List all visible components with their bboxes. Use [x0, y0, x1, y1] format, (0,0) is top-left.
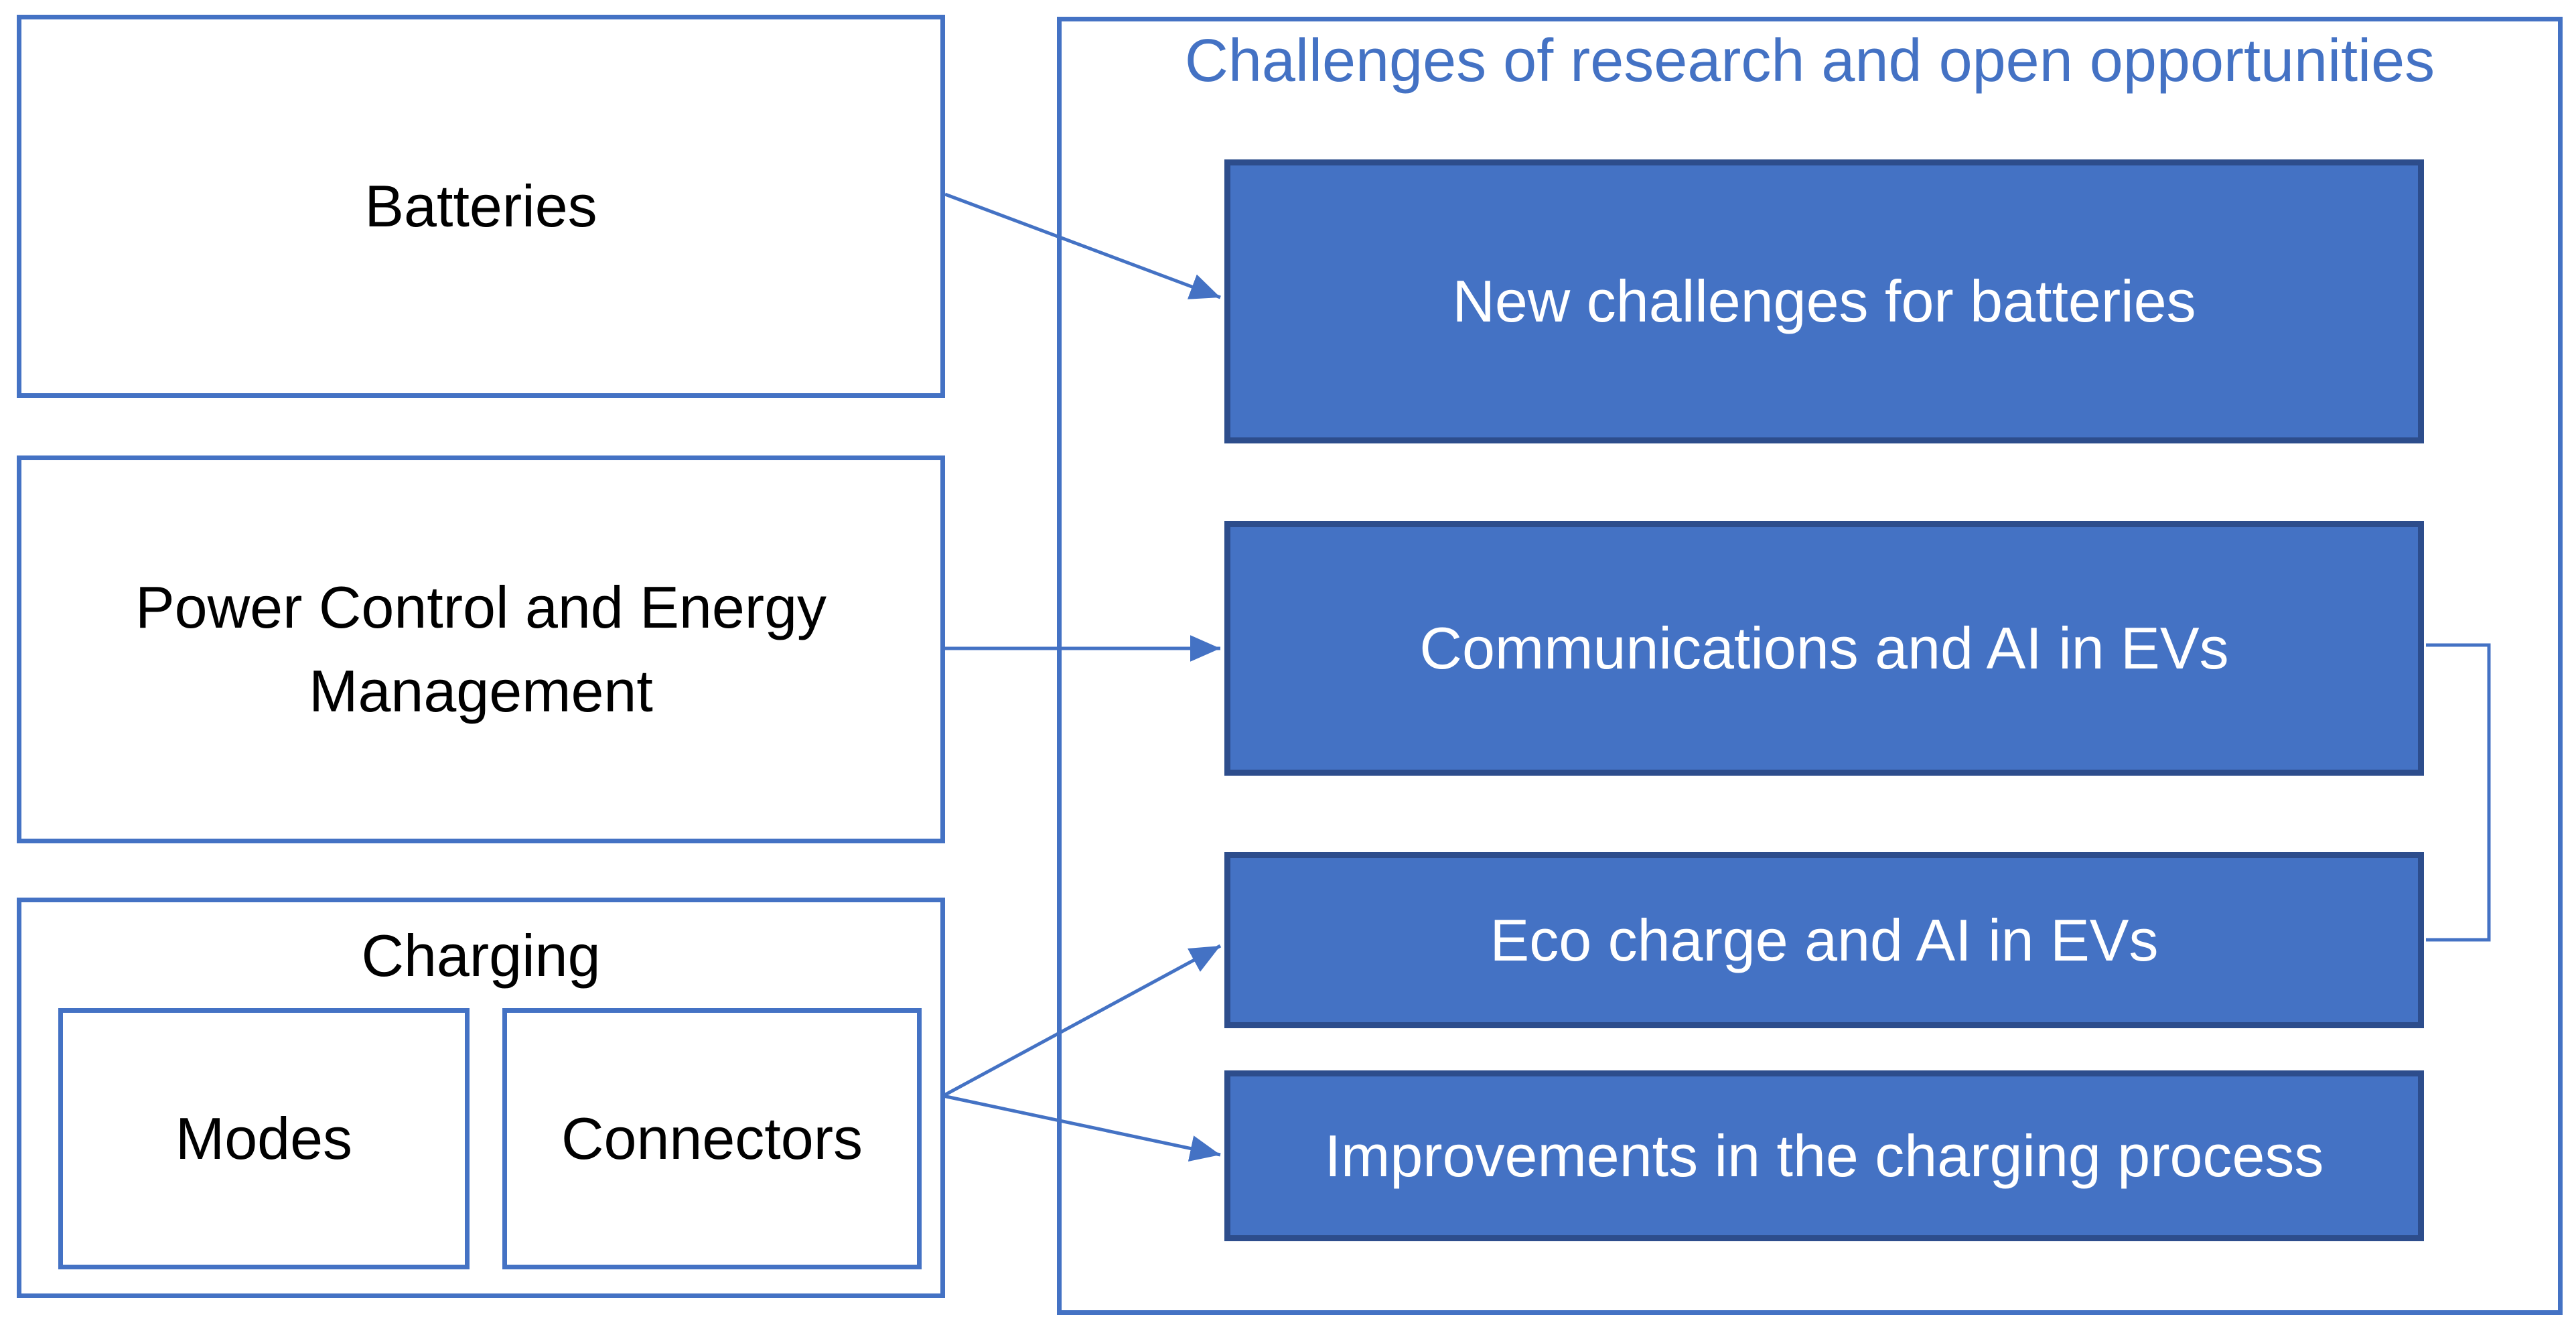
challenge-label-eco-charge: Eco charge and AI in EVs: [1490, 906, 2159, 973]
power-control-box: Power Control and Energy Management: [17, 455, 945, 843]
challenge-box-communications: Communications and AI in EVs: [1224, 521, 2424, 776]
batteries-label: Batteries: [364, 172, 597, 239]
challenge-box-eco-charge: Eco charge and AI in EVs: [1224, 852, 2424, 1028]
panel-title: Challenges of research and open opportun…: [1184, 27, 2435, 94]
challenge-label-communications: Communications and AI in EVs: [1419, 615, 2229, 681]
batteries-box: Batteries: [17, 15, 945, 398]
challenge-box-new-challenges: New challenges for batteries: [1224, 159, 2424, 443]
challenge-label-new-challenges: New challenges for batteries: [1452, 268, 2196, 334]
connectors-box: Connectors: [502, 1008, 922, 1269]
charging-box: Charging Modes Connectors: [17, 898, 945, 1298]
modes-label: Modes: [175, 1105, 353, 1172]
power-control-label: Power Control and Energy Management: [135, 573, 827, 724]
challenge-box-improvements: Improvements in the charging process: [1224, 1070, 2424, 1241]
modes-box: Modes: [58, 1008, 470, 1269]
charging-label: Charging: [361, 922, 601, 989]
challenges-panel: [1057, 17, 2563, 1315]
connectors-label: Connectors: [561, 1105, 863, 1172]
challenge-label-improvements: Improvements in the charging process: [1324, 1122, 2324, 1189]
